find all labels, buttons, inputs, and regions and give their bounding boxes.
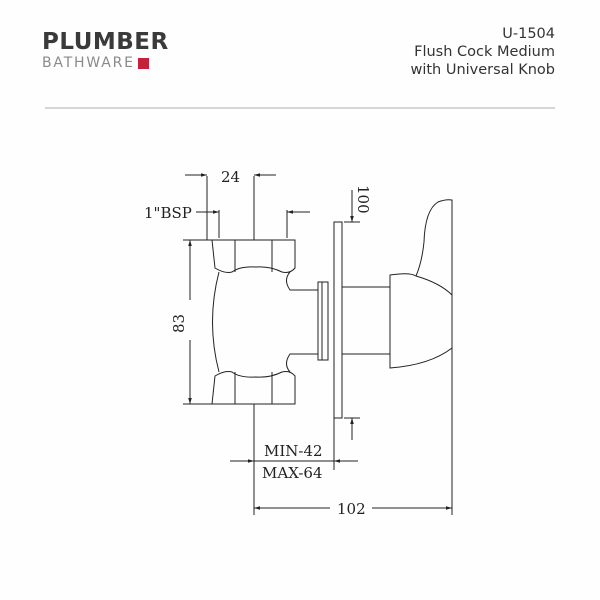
- dim-label-24: 24: [221, 168, 240, 186]
- dim-label-100: 100: [354, 185, 372, 214]
- dimension-wall-depth: [230, 404, 358, 515]
- header-divider: [45, 107, 555, 109]
- brand-logo: PLUMBER BATHWARE: [42, 30, 182, 71]
- valve-body: [211, 239, 329, 405]
- dimension-83: [183, 239, 212, 405]
- product-code: U-1504: [502, 26, 555, 42]
- brand-name-bottom-row: BATHWARE: [42, 55, 182, 71]
- dim-label-min: MIN-42: [264, 442, 323, 460]
- universal-knob: [389, 199, 453, 515]
- wall-plate: [333, 221, 390, 419]
- dim-label-bsp: 1"BSP: [144, 204, 192, 222]
- dim-label-102: 102: [337, 500, 366, 518]
- dimension-bsp: [196, 210, 310, 238]
- brand-accent-square-icon: [137, 57, 149, 69]
- dim-label-83: 83: [170, 314, 188, 333]
- brand-name-top: PLUMBER: [42, 29, 169, 55]
- dimension-100: [344, 190, 360, 440]
- dimension-24: [185, 173, 276, 240]
- product-title-block: U-1504 Flush Cock Medium with Universal …: [410, 25, 555, 79]
- product-name-line2: with Universal Knob: [410, 62, 555, 78]
- dim-label-max: MAX-64: [262, 464, 323, 482]
- product-name-line1: Flush Cock Medium: [414, 44, 555, 60]
- brand-name-bottom: BATHWARE: [42, 55, 135, 71]
